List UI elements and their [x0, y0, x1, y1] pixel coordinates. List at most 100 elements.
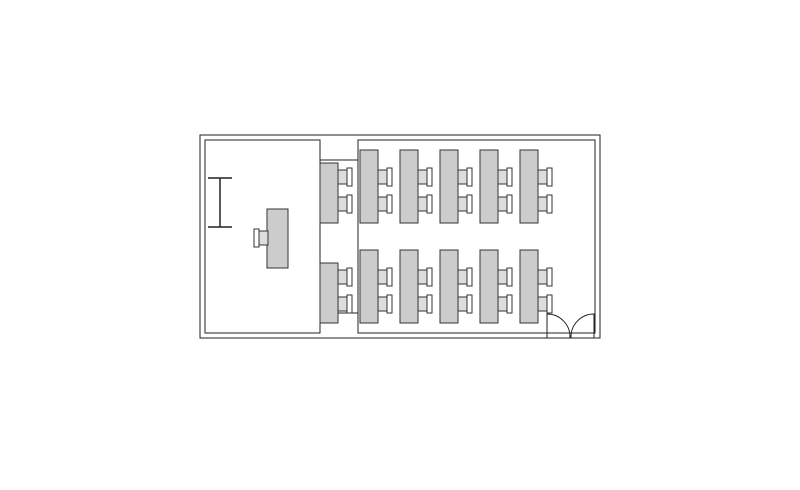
chair-back	[506, 267, 513, 287]
chair-seat	[337, 169, 348, 185]
chair-seat	[537, 196, 548, 212]
chair-seat	[337, 269, 348, 285]
chair-seat	[537, 296, 548, 312]
chair	[337, 294, 353, 314]
chair	[497, 267, 513, 287]
chair	[377, 294, 393, 314]
instructor-desk	[266, 208, 289, 269]
student-desk	[399, 249, 419, 324]
chair	[337, 267, 353, 287]
chair-seat	[457, 196, 468, 212]
chair	[417, 194, 433, 214]
chair-seat	[417, 269, 428, 285]
projection-screen	[208, 177, 232, 228]
student-desks-group	[319, 149, 553, 324]
chair-back	[426, 267, 433, 287]
student-desk-unit	[519, 249, 553, 324]
chair-back	[546, 267, 553, 287]
chair	[537, 267, 553, 287]
chair-seat	[417, 196, 428, 212]
chair-seat	[537, 269, 548, 285]
chair	[457, 194, 473, 214]
chair	[417, 167, 433, 187]
student-desk-unit	[319, 162, 353, 224]
student-desk	[359, 149, 379, 224]
inner-wall-front-room	[204, 139, 321, 334]
chair-back	[346, 267, 353, 287]
student-desk-unit	[399, 249, 433, 324]
chair-back	[466, 194, 473, 214]
chair-back	[426, 294, 433, 314]
student-desk-unit	[359, 249, 393, 324]
student-desk	[519, 249, 539, 324]
chair	[337, 194, 353, 214]
student-desk	[519, 149, 539, 224]
chair-back	[546, 167, 553, 187]
chair-back	[346, 294, 353, 314]
chair	[497, 294, 513, 314]
chair-seat	[377, 269, 388, 285]
student-desk	[439, 249, 459, 324]
chair-back	[346, 194, 353, 214]
chair	[537, 167, 553, 187]
student-desk-unit	[439, 249, 473, 324]
chair	[417, 294, 433, 314]
instructor-desk-group	[253, 208, 289, 269]
chair	[457, 167, 473, 187]
chair-seat	[377, 169, 388, 185]
student-desk-unit	[479, 249, 513, 324]
chair-seat	[497, 269, 508, 285]
student-desk	[479, 149, 499, 224]
chair-seat	[417, 296, 428, 312]
chair-seat	[337, 196, 348, 212]
chair-seat	[457, 296, 468, 312]
chair-seat	[377, 196, 388, 212]
student-desk-unit	[319, 262, 353, 324]
chair-back	[506, 167, 513, 187]
student-desk-unit	[359, 149, 393, 224]
chair	[537, 194, 553, 214]
chair-back	[386, 294, 393, 314]
inner-wall-main-room	[357, 139, 596, 334]
student-desk	[359, 249, 379, 324]
chair	[497, 194, 513, 214]
door-left-leaf	[546, 313, 571, 339]
chair-back	[466, 294, 473, 314]
chair	[377, 167, 393, 187]
student-desk-unit	[479, 149, 513, 224]
chair-back	[466, 267, 473, 287]
chair-back	[386, 267, 393, 287]
chair-back	[426, 194, 433, 214]
chair-back	[253, 228, 260, 248]
chair	[377, 267, 393, 287]
student-desk	[319, 162, 339, 224]
chair-back	[466, 167, 473, 187]
student-desk	[479, 249, 499, 324]
student-desk	[319, 262, 339, 324]
door-right-leaf	[570, 313, 595, 339]
chair-seat	[377, 296, 388, 312]
chair-back	[546, 294, 553, 314]
chair	[457, 294, 473, 314]
student-desk-unit	[439, 149, 473, 224]
chair	[337, 167, 353, 187]
student-desk	[399, 149, 419, 224]
chair-seat	[337, 296, 348, 312]
chair	[377, 194, 393, 214]
chair-seat	[497, 296, 508, 312]
chair	[253, 228, 269, 248]
student-desk	[439, 149, 459, 224]
chair	[537, 294, 553, 314]
double-door	[546, 313, 595, 339]
outer-wall	[199, 134, 601, 339]
chair-back	[546, 194, 553, 214]
chair-seat	[497, 196, 508, 212]
chair-seat	[457, 269, 468, 285]
student-desk-unit	[399, 149, 433, 224]
student-desk-unit	[519, 149, 553, 224]
chair-seat	[258, 230, 269, 246]
chair-seat	[537, 169, 548, 185]
chair	[457, 267, 473, 287]
chair	[417, 267, 433, 287]
